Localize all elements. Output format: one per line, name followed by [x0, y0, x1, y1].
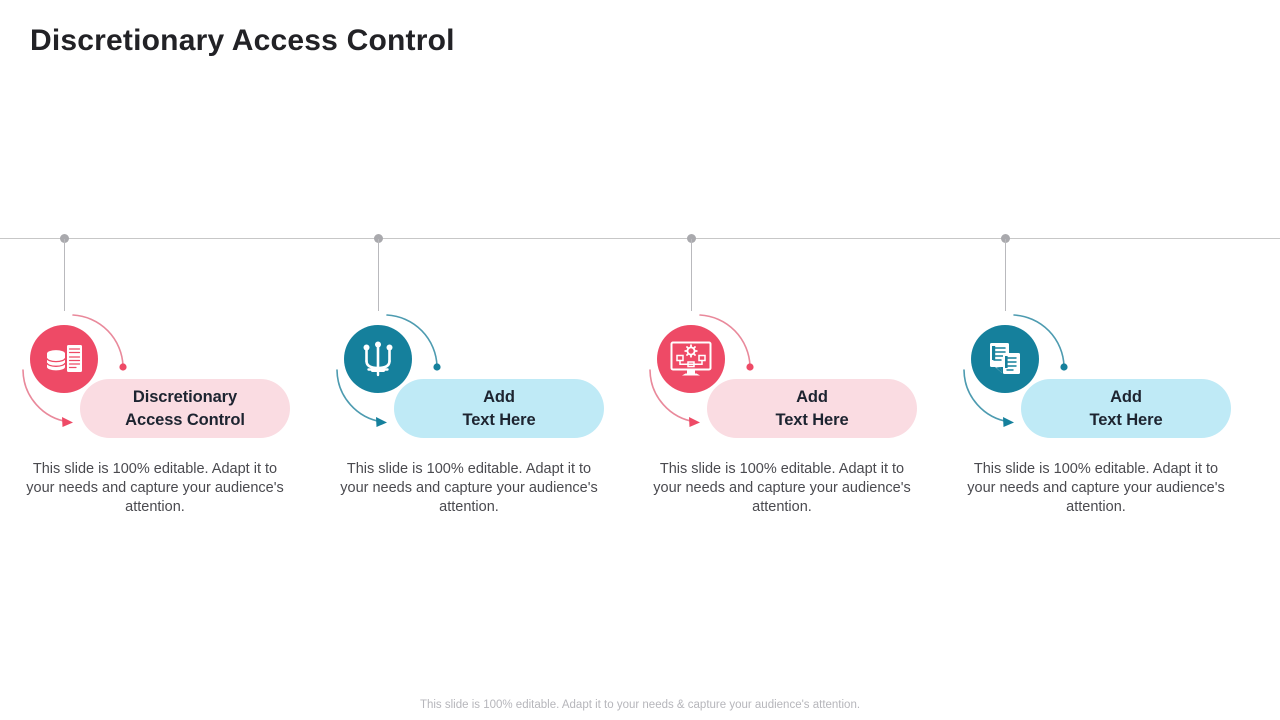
step-1-rotation-arcs: [22, 314, 127, 427]
step-3-label-pill[interactable]: Add Text Here: [707, 379, 917, 438]
axis-node-dot-2: [374, 234, 383, 243]
step-1-label-pill[interactable]: Discretionary Access Control: [80, 379, 290, 438]
step-4-pill-line1: Add: [1110, 387, 1142, 406]
step-card-3[interactable]: Add Text Here: [632, 300, 932, 515]
step-3-icon-disc[interactable]: [657, 325, 725, 393]
step-4-label-pill[interactable]: Add Text Here: [1021, 379, 1231, 438]
step-4-icon-disc[interactable]: [971, 325, 1039, 393]
step-3-rotation-arcs: [649, 314, 754, 427]
step-3-description: This slide is 100% editable. Adapt it to…: [653, 461, 911, 515]
step-2-pill-text: Add Text Here: [462, 386, 535, 432]
step-2-label-pill[interactable]: Add Text Here: [394, 379, 604, 438]
step-card-4[interactable]: Add Text Here: [946, 300, 1246, 515]
step-4-graphic: Add Text Here: [946, 300, 1246, 445]
step-2-rotation-arcs: [336, 314, 441, 427]
step-1-pill-text: Discretionary Access Control: [125, 386, 245, 432]
step-card-1[interactable]: Discretionary Access Control: [5, 300, 305, 515]
axis-node-dot-3: [687, 234, 696, 243]
step-3-graphic: Add Text Here: [632, 300, 932, 445]
step-1-pill-line2: Access Control: [125, 410, 245, 429]
step-1-icon-disc[interactable]: [30, 325, 98, 393]
step-4-description: This slide is 100% editable. Adapt it to…: [967, 461, 1225, 515]
step-4-rotation-arcs: [963, 314, 1068, 427]
database-server-icon: [46, 345, 82, 372]
step-4-pill-line2: Text Here: [1089, 410, 1163, 429]
step-3-pill-line2: Text Here: [775, 410, 849, 429]
footer-note: This slide is 100% editable. Adapt it to…: [419, 699, 861, 711]
step-2-description: This slide is 100% editable. Adapt it to…: [340, 461, 598, 515]
step-3-pill-line1: Add: [796, 387, 828, 406]
axis-node-dot-1: [60, 234, 69, 243]
timeline-axis: [0, 238, 1280, 239]
axis-connector-line-4: [1005, 239, 1006, 311]
step-1-pill-line1: Discretionary: [132, 387, 238, 406]
page-title: Discretionary Access Control: [30, 24, 455, 57]
circuit-trident-icon: [363, 341, 393, 377]
axis-connector-line-2: [378, 239, 379, 311]
step-2-pill-line1: Add: [483, 387, 515, 406]
step-1-description: This slide is 100% editable. Adapt it to…: [26, 461, 284, 515]
monitor-gear-network-icon: [670, 341, 712, 376]
step-1-graphic: Discretionary Access Control: [5, 300, 305, 445]
axis-connector-line-1: [64, 239, 65, 311]
axis-connector-line-3: [691, 239, 692, 311]
step-2-icon-disc[interactable]: [344, 325, 412, 393]
step-2-graphic: Add Text Here: [319, 300, 619, 445]
step-card-2[interactable]: Add Text Here: [319, 300, 619, 515]
step-3-pill-text: Add Text Here: [775, 386, 848, 432]
axis-node-dot-4: [1001, 234, 1010, 243]
step-4-pill-text: Add Text Here: [1089, 386, 1162, 432]
documents-copy-icon: [990, 343, 1020, 374]
step-2-pill-line2: Text Here: [462, 410, 536, 429]
